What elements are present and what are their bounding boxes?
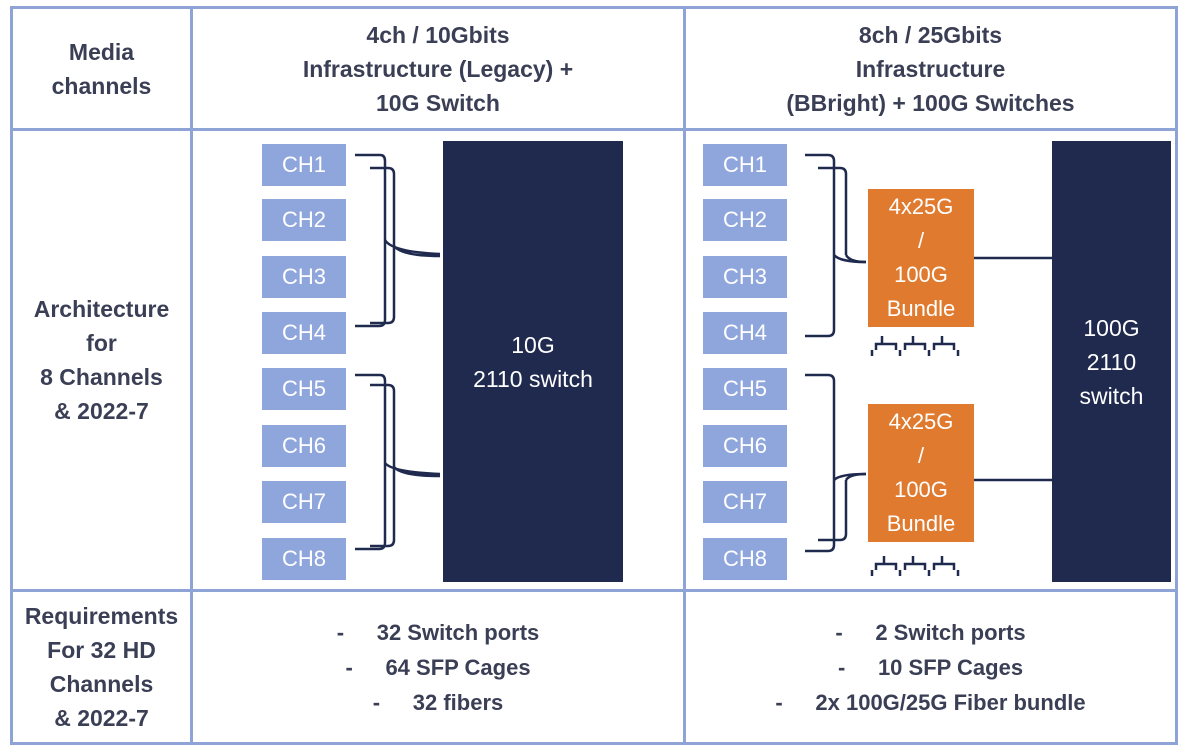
header-line: 10G Switch <box>376 89 500 116</box>
requirements-bbright: -2 Switch ports -10 SFP Cages -2x 100G/2… <box>686 592 1175 742</box>
label-line: & 2022-7 <box>54 705 149 731</box>
bundle-bottom: 4x25G / 100G Bundle <box>868 404 974 542</box>
switch-line: 10G <box>511 331 555 358</box>
grid-right <box>1175 6 1178 745</box>
label-line: for <box>86 330 117 356</box>
legacy-link-2 <box>384 462 441 478</box>
bundle-line: 4x25G <box>888 409 954 434</box>
label-line: 8 Channels <box>40 364 163 390</box>
channel-box: CH1 <box>703 144 787 186</box>
bundle-line: 100G <box>894 477 948 502</box>
requirements-label: Requirements For 32 HD Channels & 2022-7 <box>13 592 190 742</box>
requirement-item: -2 Switch ports <box>835 619 1026 645</box>
header-media-channels: Media channels <box>13 9 190 128</box>
requirement-item: -64 SFP Cages <box>345 654 531 680</box>
grid-bottom <box>10 742 1178 745</box>
header-bbright: 8ch / 25Gbits Infrastructure (BBright) +… <box>686 9 1175 128</box>
grid-row2 <box>10 589 1178 592</box>
requirement-item: -10 SFP Cages <box>837 654 1024 680</box>
bbright-100g-switch: 100G 2110 switch <box>1052 141 1171 582</box>
header-line: (BBright) + 100G Switches <box>786 89 1075 116</box>
channel-box: CH3 <box>262 256 346 298</box>
bbright-bracket-2b <box>818 480 848 542</box>
switch-line: 2110 switch <box>473 365 593 392</box>
channel-box: CH5 <box>262 368 346 410</box>
legacy-bracket-2a <box>355 373 387 551</box>
requirement-item: -32 fibers <box>372 689 504 715</box>
bbright-bracket-1b <box>818 166 848 255</box>
grid-left <box>10 6 13 745</box>
bbright-link-2b <box>833 472 867 481</box>
requirements-legacy: -32 Switch ports -64 SFP Cages -32 fiber… <box>193 592 683 742</box>
switch-line: switch <box>1079 382 1144 409</box>
header-line: Media <box>68 38 135 65</box>
switch-line: 2110 <box>1086 348 1137 375</box>
channel-box: CH2 <box>703 199 787 241</box>
channel-box: CH4 <box>262 312 346 354</box>
legacy-10g-switch: 10G 2110 switch <box>443 141 623 582</box>
channel-box: CH8 <box>262 538 346 580</box>
grid-row1 <box>10 128 1178 131</box>
grid-col1 <box>190 6 193 745</box>
channel-box: CH5 <box>703 368 787 410</box>
bundle-line: 4x25G <box>888 194 954 219</box>
grid-col2 <box>683 6 686 745</box>
header-line: Infrastructure <box>855 55 1006 82</box>
header-line: 4ch / 10Gbits <box>366 21 510 48</box>
label-line: & 2022-7 <box>54 398 149 424</box>
legacy-link-1 <box>383 239 441 258</box>
bundle-line: 100G <box>894 262 948 287</box>
fanout-top <box>870 336 960 356</box>
label-line: Architecture <box>33 296 170 322</box>
label-line: Requirements <box>24 603 179 629</box>
channel-box: CH6 <box>703 425 787 467</box>
label-line: Channels <box>49 671 154 697</box>
channel-box: CH7 <box>262 481 346 523</box>
channel-box: CH8 <box>703 538 787 580</box>
header-line: 8ch / 25Gbits <box>858 21 1003 48</box>
channel-box: CH4 <box>703 312 787 354</box>
requirement-item: -2x 100G/25G Fiber bundle <box>775 689 1086 715</box>
architecture-label: Architecture for 8 Channels & 2022-7 <box>13 131 190 589</box>
legacy-bracket-2b <box>370 383 396 548</box>
channel-box: CH2 <box>262 199 346 241</box>
bbright-bracket-1a <box>805 153 836 338</box>
bundle-line: Bundle <box>886 296 956 321</box>
fanout-bottom <box>870 556 960 576</box>
bbright-link-1b <box>833 254 867 264</box>
header-legacy: 4ch / 10Gbits Infrastructure (Legacy) + … <box>193 9 683 128</box>
bbright-bracket-2a <box>805 373 836 553</box>
header-line: channels <box>51 72 152 99</box>
legacy-bracket-1a <box>355 153 387 328</box>
bundle-line: / <box>917 443 925 468</box>
label-line: For 32 HD <box>47 637 156 663</box>
channel-box: CH7 <box>703 481 787 523</box>
channel-box: CH3 <box>703 256 787 298</box>
requirement-item: -32 Switch ports <box>336 619 540 645</box>
grid-top <box>10 6 1178 9</box>
header-line: Infrastructure (Legacy) + <box>302 55 574 82</box>
bundle-top: 4x25G / 100G Bundle <box>868 189 974 327</box>
bundle-line: / <box>917 228 925 253</box>
bundle-line: Bundle <box>886 511 956 536</box>
channel-box: CH6 <box>262 425 346 467</box>
channel-box: CH1 <box>262 144 346 186</box>
switch-line: 100G <box>1083 314 1140 341</box>
